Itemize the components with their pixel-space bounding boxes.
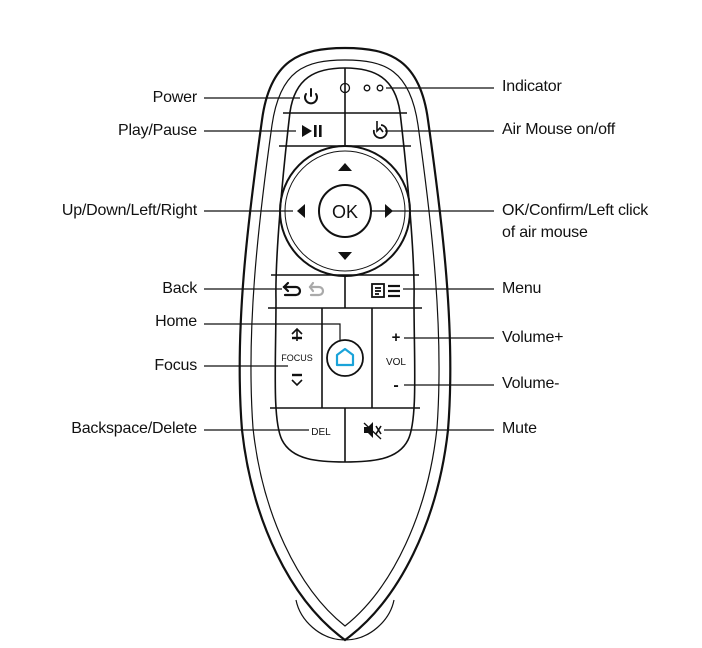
play-pause-icon[interactable]: [302, 125, 322, 137]
label-play-pause: Play/Pause: [118, 122, 197, 139]
label-air-mouse: Air Mouse on/off: [502, 121, 616, 138]
label-dpad: Up/Down/Left/Right: [61, 202, 197, 219]
del-button[interactable]: DEL: [311, 427, 331, 438]
power-icon[interactable]: [304, 88, 318, 105]
down-arrow-icon[interactable]: [338, 252, 352, 260]
focus-button-label: FOCUS: [281, 353, 313, 363]
label-home: Home: [155, 313, 197, 330]
label-volume-up: Volume+: [502, 329, 564, 346]
ok-button-label: OK: [332, 202, 358, 222]
back-icon[interactable]: [282, 281, 325, 297]
volume-up-button[interactable]: +: [392, 329, 401, 346]
focus-up-icon[interactable]: [291, 327, 303, 341]
label-ok-line1: OK/Confirm/Left click: [502, 202, 649, 219]
menu-icon[interactable]: [371, 283, 400, 298]
up-arrow-icon[interactable]: [338, 163, 352, 171]
vol-label: VOL: [386, 357, 406, 368]
label-power: Power: [152, 89, 198, 106]
callout-lines: [204, 87, 494, 431]
label-volume-down: Volume-: [502, 375, 560, 392]
mute-icon[interactable]: [363, 422, 382, 440]
label-focus: Focus: [154, 357, 197, 374]
button-panel: [268, 67, 422, 463]
label-indicator: Indicator: [502, 78, 562, 95]
home-button[interactable]: [326, 339, 364, 377]
air-mouse-icon[interactable]: [372, 121, 388, 139]
focus-down-icon[interactable]: [291, 373, 303, 387]
label-ok-line2: of air mouse: [502, 224, 588, 241]
left-arrow-icon[interactable]: [297, 204, 305, 218]
label-mute: Mute: [502, 420, 537, 437]
label-backspace: Backspace/Delete: [71, 420, 197, 437]
volume-down-button[interactable]: -: [393, 377, 398, 394]
remote-body: [238, 46, 452, 642]
label-back: Back: [162, 280, 197, 297]
home-icon: [335, 347, 355, 367]
indicator-icon: [339, 82, 384, 94]
label-menu: Menu: [502, 280, 542, 297]
